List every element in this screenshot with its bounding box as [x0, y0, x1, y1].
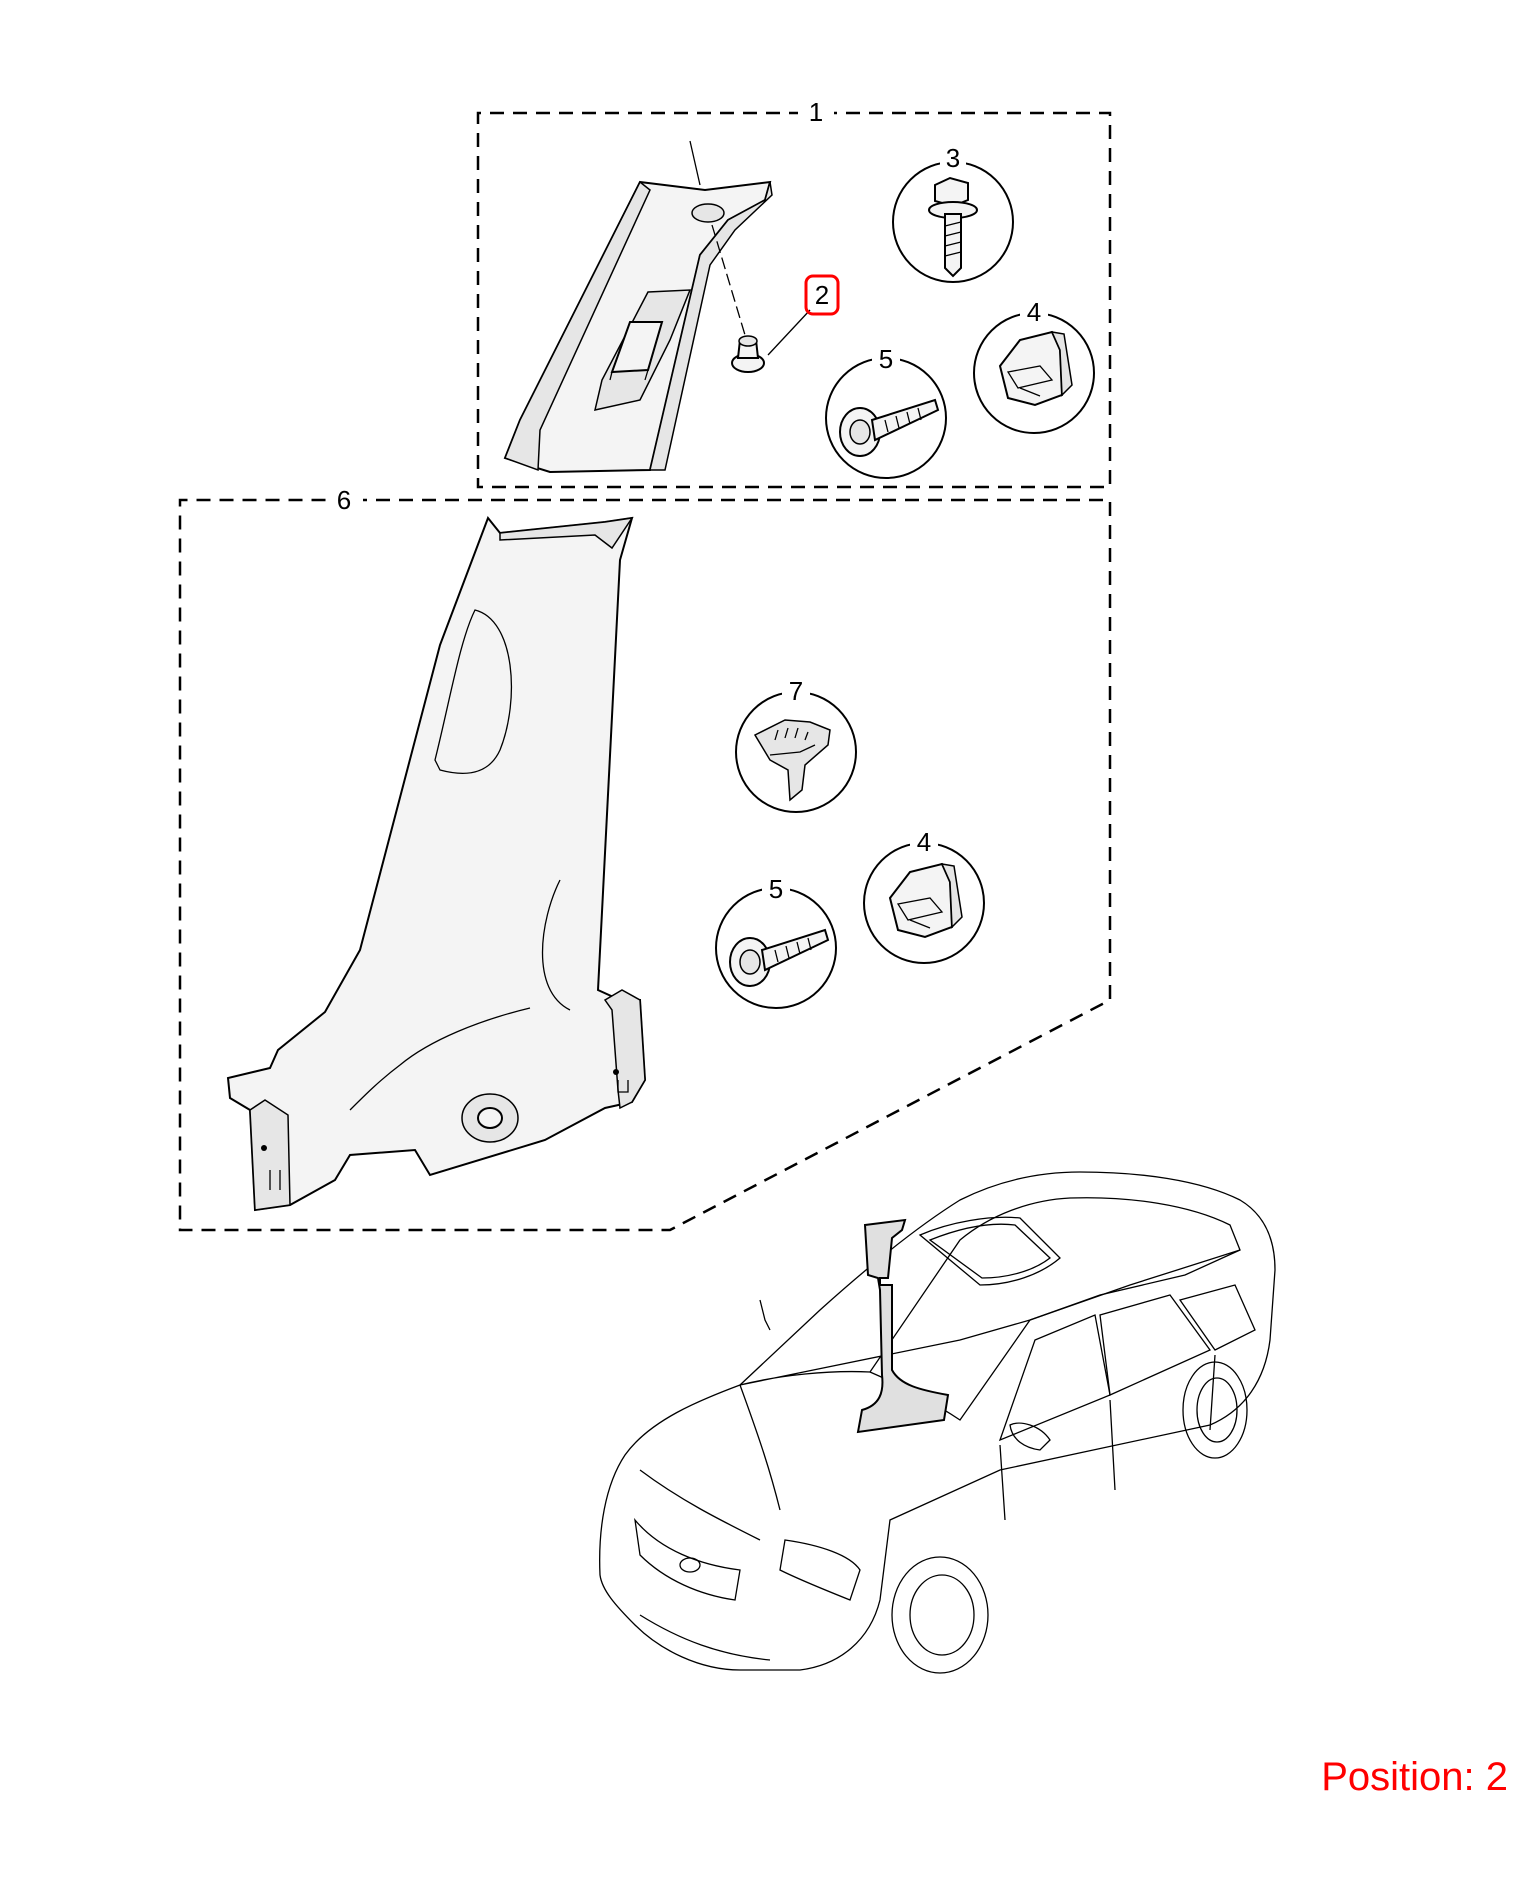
- highlight-box-2: [804, 274, 840, 316]
- lower-pillar-trim: [226, 516, 647, 1212]
- callout-7[interactable]: 7: [789, 676, 803, 706]
- callout-4-lower[interactable]: 4: [917, 827, 931, 857]
- callout-1[interactable]: 1: [809, 97, 823, 127]
- callout-5-upper[interactable]: 5: [879, 344, 893, 374]
- callout-6[interactable]: 6: [337, 485, 351, 515]
- group-box-6: [178, 484, 1112, 1232]
- callout-4-upper[interactable]: 4: [1027, 297, 1041, 327]
- bolt-part-3: [892, 148, 1014, 283]
- push-clip-part-4-upper: [973, 300, 1095, 434]
- upper-pillar-trim: [503, 140, 773, 474]
- car-location-illustration: [599, 1171, 1276, 1674]
- screw-part-5-upper: [825, 346, 947, 479]
- callout-2[interactable]: 2: [815, 280, 829, 310]
- pillar-location-marker: [856, 1218, 950, 1434]
- clip-part-2: [731, 309, 811, 373]
- group-box-1: [476, 96, 1112, 489]
- push-clip-part-4-lower: [863, 832, 985, 964]
- position-label: Position: 2: [1321, 1755, 1508, 1799]
- clip-part-7: [735, 680, 857, 813]
- screw-part-5-lower: [715, 876, 837, 1009]
- callout-5-lower[interactable]: 5: [769, 874, 783, 904]
- callout-3[interactable]: 3: [946, 143, 960, 173]
